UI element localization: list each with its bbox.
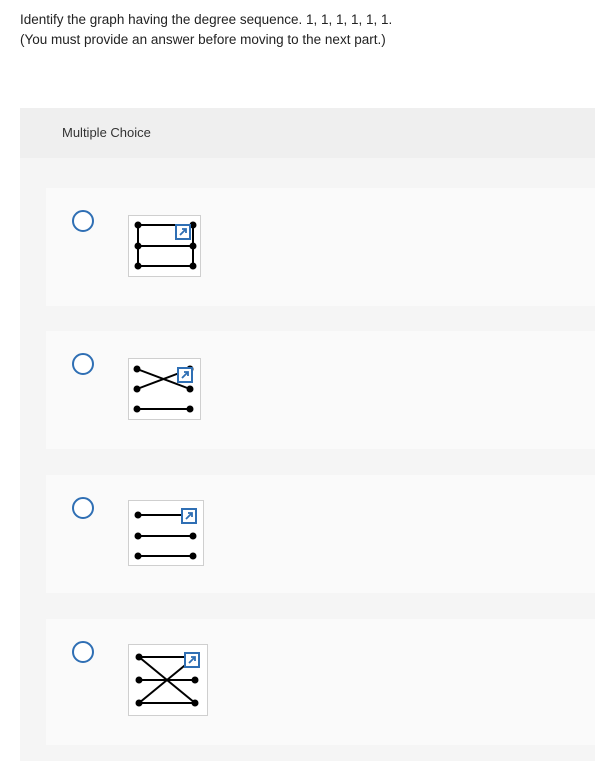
radio-button-b[interactable] [72,353,94,375]
radio-button-d[interactable] [72,641,94,663]
expand-icon[interactable] [177,367,193,383]
graph-thumbnail-b[interactable] [128,358,201,420]
multiple-choice-panel: Multiple Choice [20,108,595,761]
question-line-1: Identify the graph having the degree seq… [20,12,393,27]
graph-image-a [134,221,197,270]
question-text: Identify the graph having the degree seq… [20,10,392,50]
multiple-choice-label: Multiple Choice [62,125,151,140]
choice-option-b[interactable] [46,331,595,449]
expand-icon[interactable] [184,652,200,668]
choice-option-c[interactable] [46,475,595,593]
question-line-2: (You must provide an answer before movin… [20,32,386,47]
radio-button-a[interactable] [72,210,94,232]
expand-icon[interactable] [175,224,191,240]
choice-option-d[interactable] [46,619,595,745]
choice-option-a[interactable] [46,188,595,306]
radio-button-c[interactable] [72,497,94,519]
multiple-choice-header: Multiple Choice [20,108,595,158]
graph-thumbnail-c[interactable] [128,500,204,566]
graph-thumbnail-a[interactable] [128,215,201,277]
expand-icon[interactable] [181,508,197,524]
graph-thumbnail-d[interactable] [128,644,208,716]
